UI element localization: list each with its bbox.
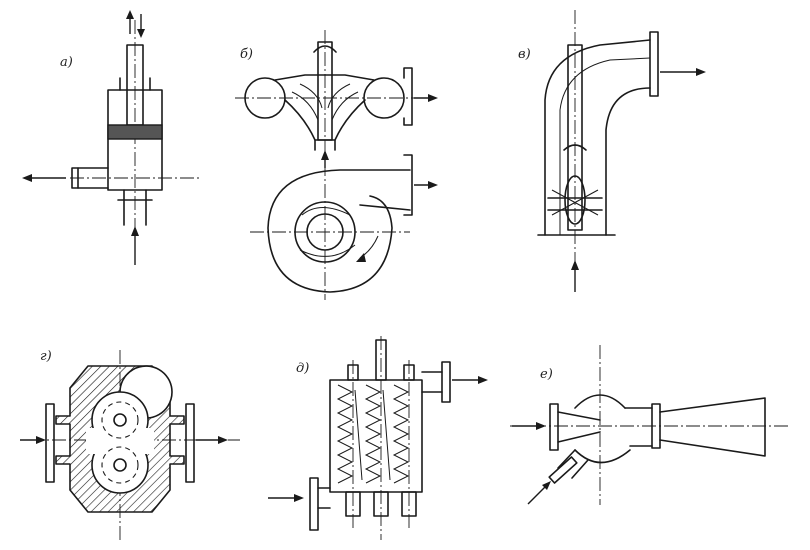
axial-pump-figure: в) bbox=[518, 10, 706, 292]
jet-pump-figure: е) bbox=[510, 345, 790, 505]
screw-pump-figure: д) bbox=[268, 336, 488, 540]
rotary-pump-figure: г) bbox=[20, 349, 240, 540]
panel-label-e: е) bbox=[540, 367, 553, 382]
panel-label-v: в) bbox=[518, 47, 531, 62]
panel-label-g: г) bbox=[40, 349, 52, 364]
panel-label-b: б) bbox=[240, 47, 253, 62]
piston-pump-figure: а) bbox=[22, 10, 200, 265]
panel-label-a: а) bbox=[60, 55, 73, 70]
centrifugal-pump-figure: б) bbox=[235, 30, 438, 300]
panel-label-d: д) bbox=[296, 361, 309, 376]
